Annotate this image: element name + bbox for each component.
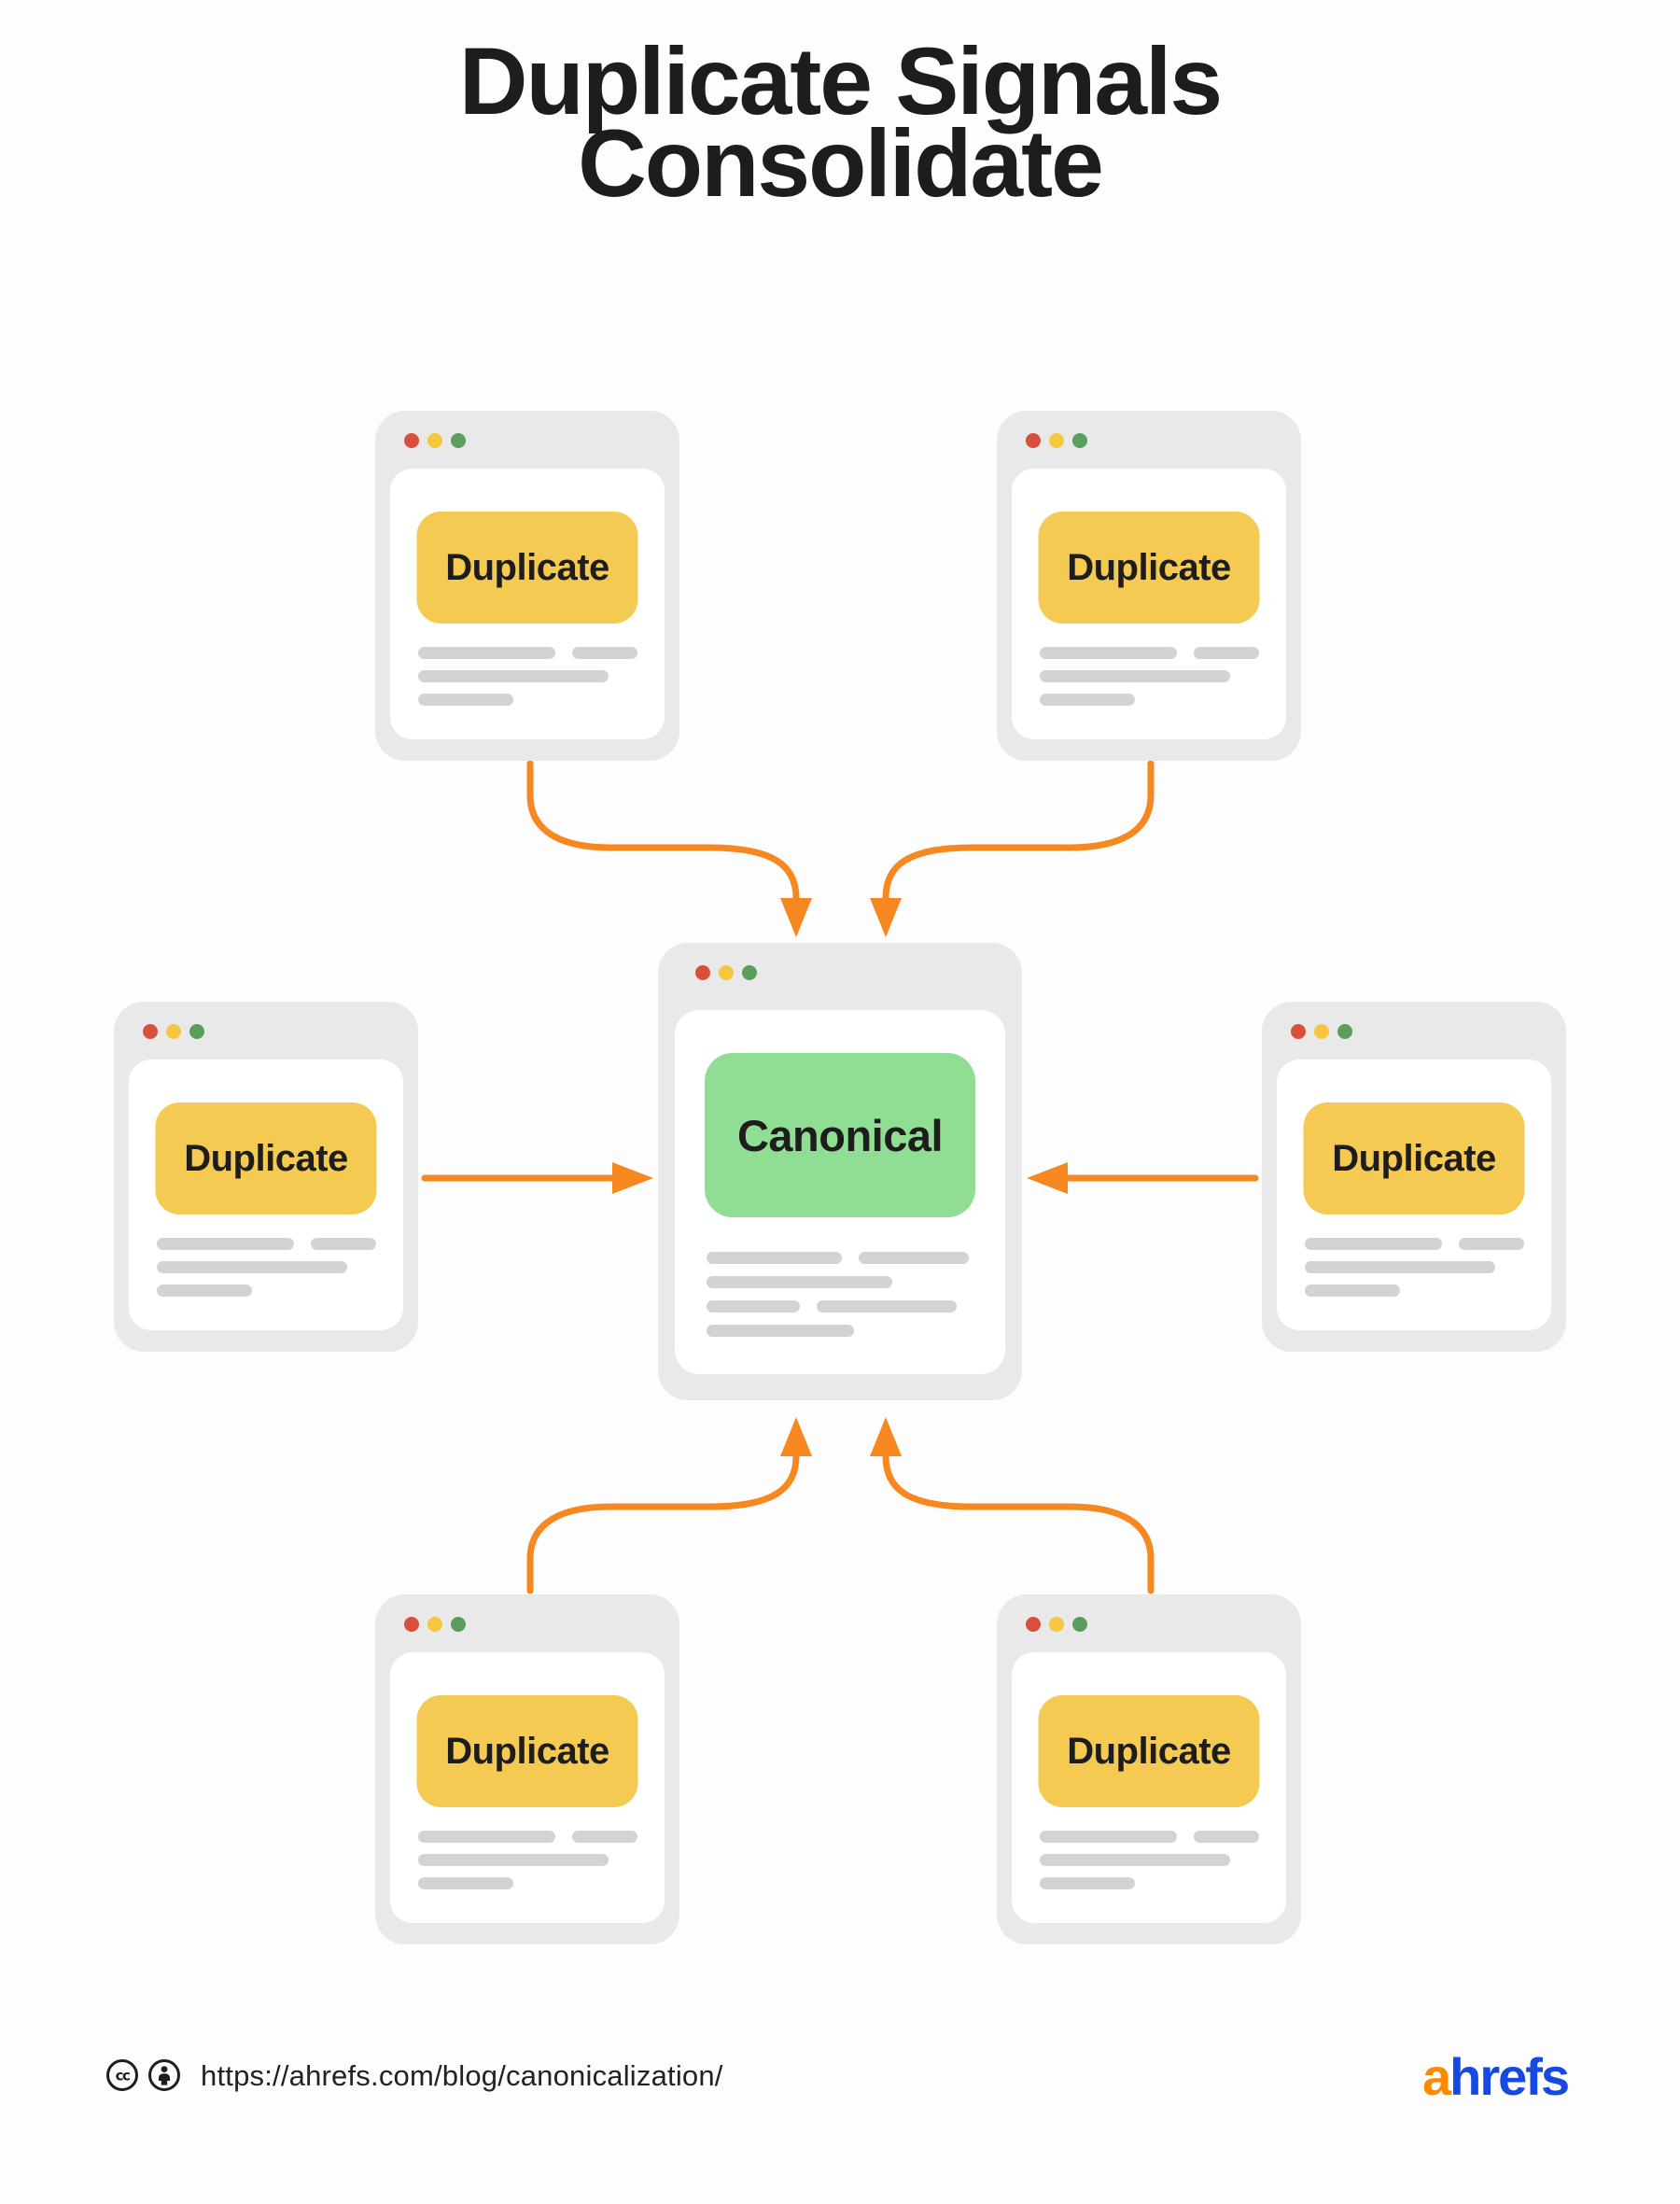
- duplicate-badge: Duplicate: [1038, 512, 1260, 624]
- source-url: https://ahrefs.com/blog/canonicalization…: [201, 2059, 723, 2092]
- window-content: Duplicate: [390, 1652, 665, 1923]
- traffic-light-yellow-icon: [427, 433, 442, 448]
- duplicate-badge: Duplicate: [1303, 1102, 1525, 1214]
- badge-label: Duplicate: [1067, 546, 1231, 588]
- arrow-bottom-left-to-canonical: [526, 1417, 812, 1594]
- arrow-mid-right-to-canonical: [1027, 1162, 1259, 1194]
- arrow-top-right-to-canonical: [870, 760, 1155, 937]
- ahrefs-logo-hrefs: hrefs: [1449, 2047, 1570, 2106]
- ahrefs-logo-a: a: [1422, 2047, 1451, 2106]
- window-content: Duplicate: [390, 469, 665, 739]
- traffic-light-green-icon: [189, 1024, 204, 1039]
- duplicate-badge: Duplicate: [416, 1695, 638, 1807]
- browser-window-duplicate-mid-right: Duplicate: [1262, 1002, 1566, 1352]
- window-titlebar: [1026, 433, 1087, 448]
- traffic-light-red-icon: [1026, 1617, 1041, 1632]
- window-titlebar: [1026, 1617, 1087, 1632]
- ahrefs-logo: ahrefs: [1422, 2046, 1570, 2107]
- arrow-bottom-right-to-canonical: [870, 1417, 1155, 1594]
- window-titlebar: [143, 1024, 204, 1039]
- browser-window-duplicate-mid-left: Duplicate: [114, 1002, 418, 1352]
- traffic-light-red-icon: [695, 965, 710, 980]
- placeholder-text-lines: [1305, 1238, 1524, 1297]
- placeholder-text-lines: [418, 647, 637, 706]
- traffic-light-yellow-icon: [1314, 1024, 1329, 1039]
- duplicate-badge: Duplicate: [1038, 1695, 1260, 1807]
- traffic-light-yellow-icon: [427, 1617, 442, 1632]
- traffic-light-red-icon: [1291, 1024, 1306, 1039]
- traffic-light-red-icon: [1026, 433, 1041, 448]
- window-content: Duplicate: [1012, 1652, 1286, 1923]
- traffic-light-green-icon: [451, 433, 466, 448]
- placeholder-text-lines: [418, 1831, 637, 1889]
- traffic-light-yellow-icon: [1049, 1617, 1064, 1632]
- traffic-light-green-icon: [1072, 1617, 1087, 1632]
- placeholder-text-lines: [707, 1252, 969, 1337]
- cc-icon: cc: [106, 2059, 138, 2091]
- traffic-light-green-icon: [1337, 1024, 1352, 1039]
- svg-text:cc: cc: [116, 2068, 130, 2085]
- badge-label: Duplicate: [445, 546, 609, 588]
- badge-label: Duplicate: [184, 1137, 348, 1179]
- title-line-2: Consolidate: [578, 109, 1104, 217]
- badge-label: Duplicate: [445, 1730, 609, 1772]
- traffic-light-green-icon: [1072, 433, 1087, 448]
- browser-window-duplicate-bottom-right: Duplicate: [997, 1594, 1301, 1944]
- window-content: Canonical: [675, 1010, 1005, 1374]
- arrow-mid-left-to-canonical: [421, 1162, 653, 1194]
- attribution-icon: [148, 2059, 180, 2091]
- window-content: Duplicate: [129, 1060, 403, 1330]
- title-line-1: Duplicate Signals: [458, 28, 1223, 134]
- window-content: Duplicate: [1012, 469, 1286, 739]
- browser-window-duplicate-top-left: Duplicate: [375, 411, 679, 761]
- traffic-light-yellow-icon: [719, 965, 734, 980]
- browser-window-canonical: Canonical: [658, 943, 1022, 1400]
- traffic-light-yellow-icon: [1049, 433, 1064, 448]
- traffic-light-red-icon: [143, 1024, 158, 1039]
- placeholder-text-lines: [157, 1238, 376, 1297]
- window-titlebar: [695, 965, 757, 980]
- arrow-top-left-to-canonical: [526, 760, 812, 937]
- browser-window-duplicate-bottom-left: Duplicate: [375, 1594, 679, 1944]
- badge-label: Canonical: [736, 1110, 944, 1160]
- traffic-light-red-icon: [404, 1617, 419, 1632]
- license-icons: cc: [105, 2058, 181, 2092]
- duplicate-badge: Duplicate: [155, 1102, 377, 1214]
- badge-label: Duplicate: [1332, 1137, 1496, 1179]
- badge-label: Duplicate: [1067, 1730, 1231, 1772]
- traffic-light-yellow-icon: [166, 1024, 181, 1039]
- placeholder-text-lines: [1040, 1831, 1259, 1889]
- placeholder-text-lines: [1040, 647, 1259, 706]
- traffic-light-red-icon: [404, 433, 419, 448]
- window-content: Duplicate: [1277, 1060, 1551, 1330]
- window-titlebar: [1291, 1024, 1352, 1039]
- traffic-light-green-icon: [742, 965, 757, 980]
- duplicate-badge: Duplicate: [416, 512, 638, 624]
- canonical-badge: Canonical: [705, 1053, 975, 1217]
- window-titlebar: [404, 1617, 466, 1632]
- traffic-light-green-icon: [451, 1617, 466, 1632]
- browser-window-duplicate-top-right: Duplicate: [997, 411, 1301, 761]
- window-titlebar: [404, 433, 466, 448]
